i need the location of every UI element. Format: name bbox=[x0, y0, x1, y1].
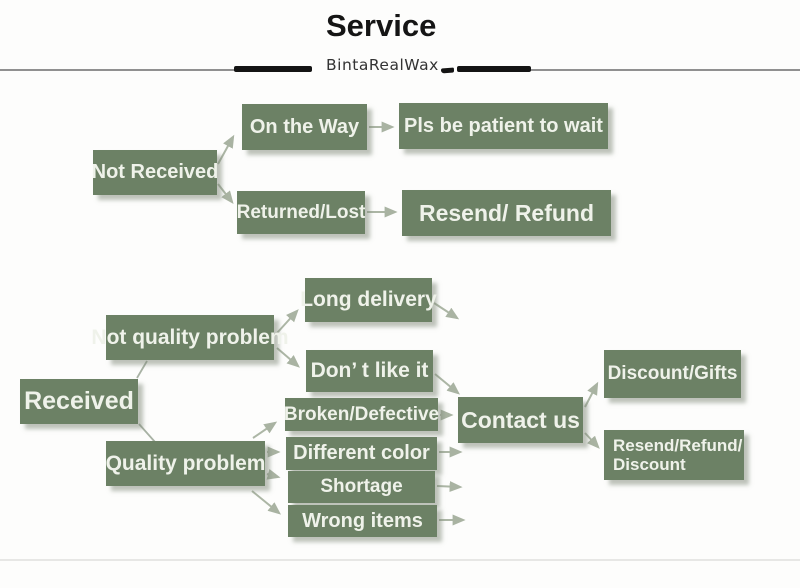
node-different-color: Different color bbox=[286, 437, 437, 470]
divider-bar-left bbox=[234, 66, 312, 72]
node-discount-gifts: Discount/Gifts bbox=[604, 350, 741, 398]
divider-bar-right bbox=[457, 66, 531, 72]
divider-line-right bbox=[529, 69, 800, 71]
node-received: Received bbox=[20, 379, 138, 424]
node-broken-defective: Broken/Defective bbox=[284, 398, 439, 431]
node-not-quality-problem: Not quality problem bbox=[91, 315, 289, 360]
divider-line-left bbox=[0, 69, 236, 71]
node-contact-us: Contact us bbox=[458, 397, 583, 443]
page-title: Service bbox=[326, 8, 437, 43]
node-dont-like-it: Don’ t like it bbox=[306, 350, 433, 392]
node-resend-refund-discount: Resend/Refund/ Discount bbox=[604, 430, 744, 480]
node-resend-refund: Resend/ Refund bbox=[402, 190, 611, 236]
node-not-received: Not Received bbox=[92, 150, 218, 195]
bottom-rule bbox=[0, 559, 800, 561]
divider-mark bbox=[440, 67, 455, 74]
node-pls-be-patient: Pls be patient to wait bbox=[399, 103, 608, 149]
node-returned-lost: Returned/Lost bbox=[237, 191, 365, 234]
node-shortage: Shortage bbox=[288, 471, 435, 503]
brand-label: BintaRealWax bbox=[326, 56, 439, 74]
node-long-delivery: Long delivery bbox=[300, 278, 437, 322]
node-on-the-way: On the Way bbox=[242, 104, 367, 150]
node-wrong-items: Wrong items bbox=[288, 505, 437, 537]
node-quality-problem: Quality problem bbox=[106, 441, 265, 486]
